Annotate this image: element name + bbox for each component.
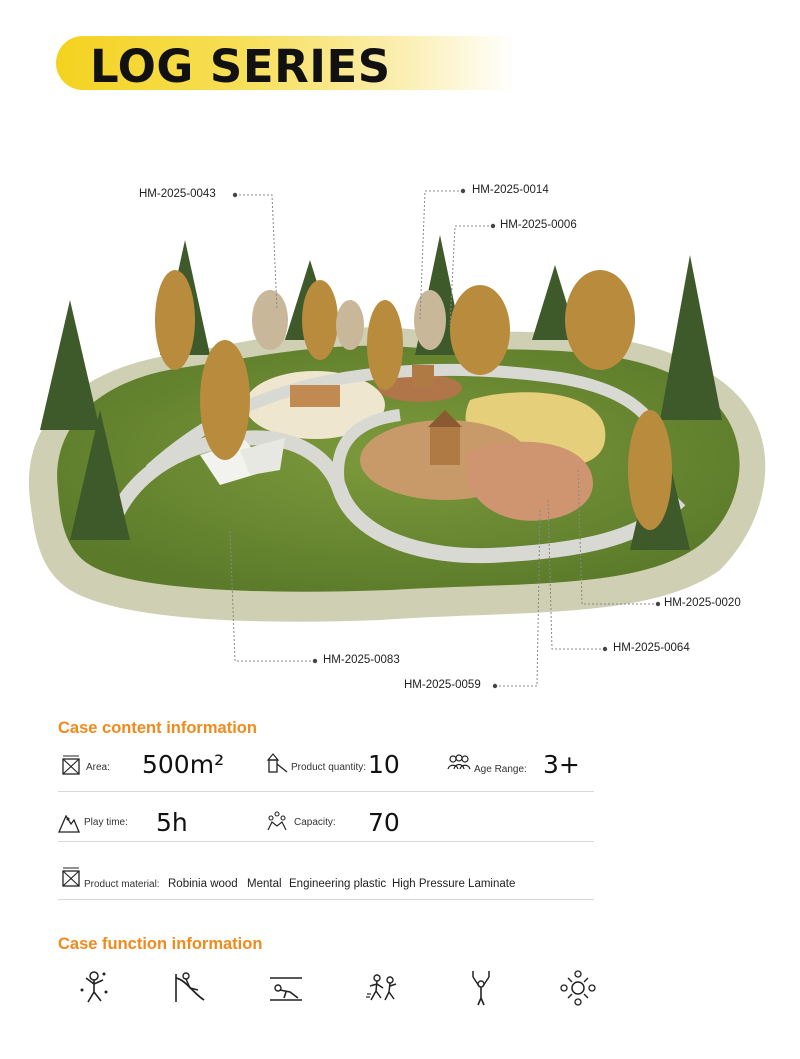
case-content-title: Case content information: [58, 719, 257, 737]
title-banner: [56, 36, 516, 90]
capacity-label: Capacity:: [294, 817, 336, 828]
age-label: Age Range:: [474, 764, 527, 775]
park-illustration: [28, 188, 766, 689]
material-item: Robinia wood: [168, 878, 238, 890]
group-icon: [267, 811, 287, 831]
capacity-value: 70: [368, 808, 400, 837]
page-title: LOG SERIES: [90, 40, 391, 93]
product-code-label: HM-2025-0064: [613, 642, 690, 654]
product-code-label: HM-2025-0083: [323, 654, 400, 666]
info-row-1: Area: 500m² Product quantity: 10 Age Ran…: [58, 742, 594, 792]
climbing-icon: [58, 814, 80, 833]
social-play-icon: [560, 970, 596, 1006]
crawling-icon: [270, 977, 302, 1001]
playground-icon: [266, 753, 288, 773]
product-code-label: HM-2025-0043: [139, 188, 216, 200]
play-time-label: Play time:: [84, 817, 128, 828]
age-value: 3+: [543, 750, 580, 779]
play-time-value: 5h: [156, 808, 188, 837]
material-item: Mental: [247, 878, 282, 890]
material-label: Product material:: [84, 879, 160, 890]
product-code-label: HM-2025-0006: [500, 219, 577, 231]
quantity-label: Product quantity:: [291, 762, 367, 773]
slide-icon: [175, 972, 205, 1002]
material-item: Engineering plastic: [289, 878, 387, 890]
people-icon: [447, 754, 471, 770]
quantity-value: 10: [368, 750, 400, 779]
product-code-label: HM-2025-0059: [404, 679, 481, 691]
area-value: 500m²: [142, 750, 225, 779]
product-code-label: HM-2025-0014: [472, 184, 549, 196]
climbing-kid-icon: [80, 971, 108, 1003]
hanging-icon: [472, 971, 490, 1006]
info-row-3: Product material: Robinia wood Mental En…: [58, 858, 594, 900]
area-icon: [62, 755, 80, 775]
case-function-title: Case function information: [58, 935, 263, 953]
info-row-2: Play time: 5h Capacity: 70: [58, 800, 594, 842]
material-item: High Pressure Laminate: [392, 878, 516, 890]
product-code-label: HM-2025-0020: [664, 597, 741, 609]
area-label: Area:: [86, 762, 110, 773]
running-kids-icon: [366, 974, 397, 1001]
material-icon: [62, 867, 80, 887]
